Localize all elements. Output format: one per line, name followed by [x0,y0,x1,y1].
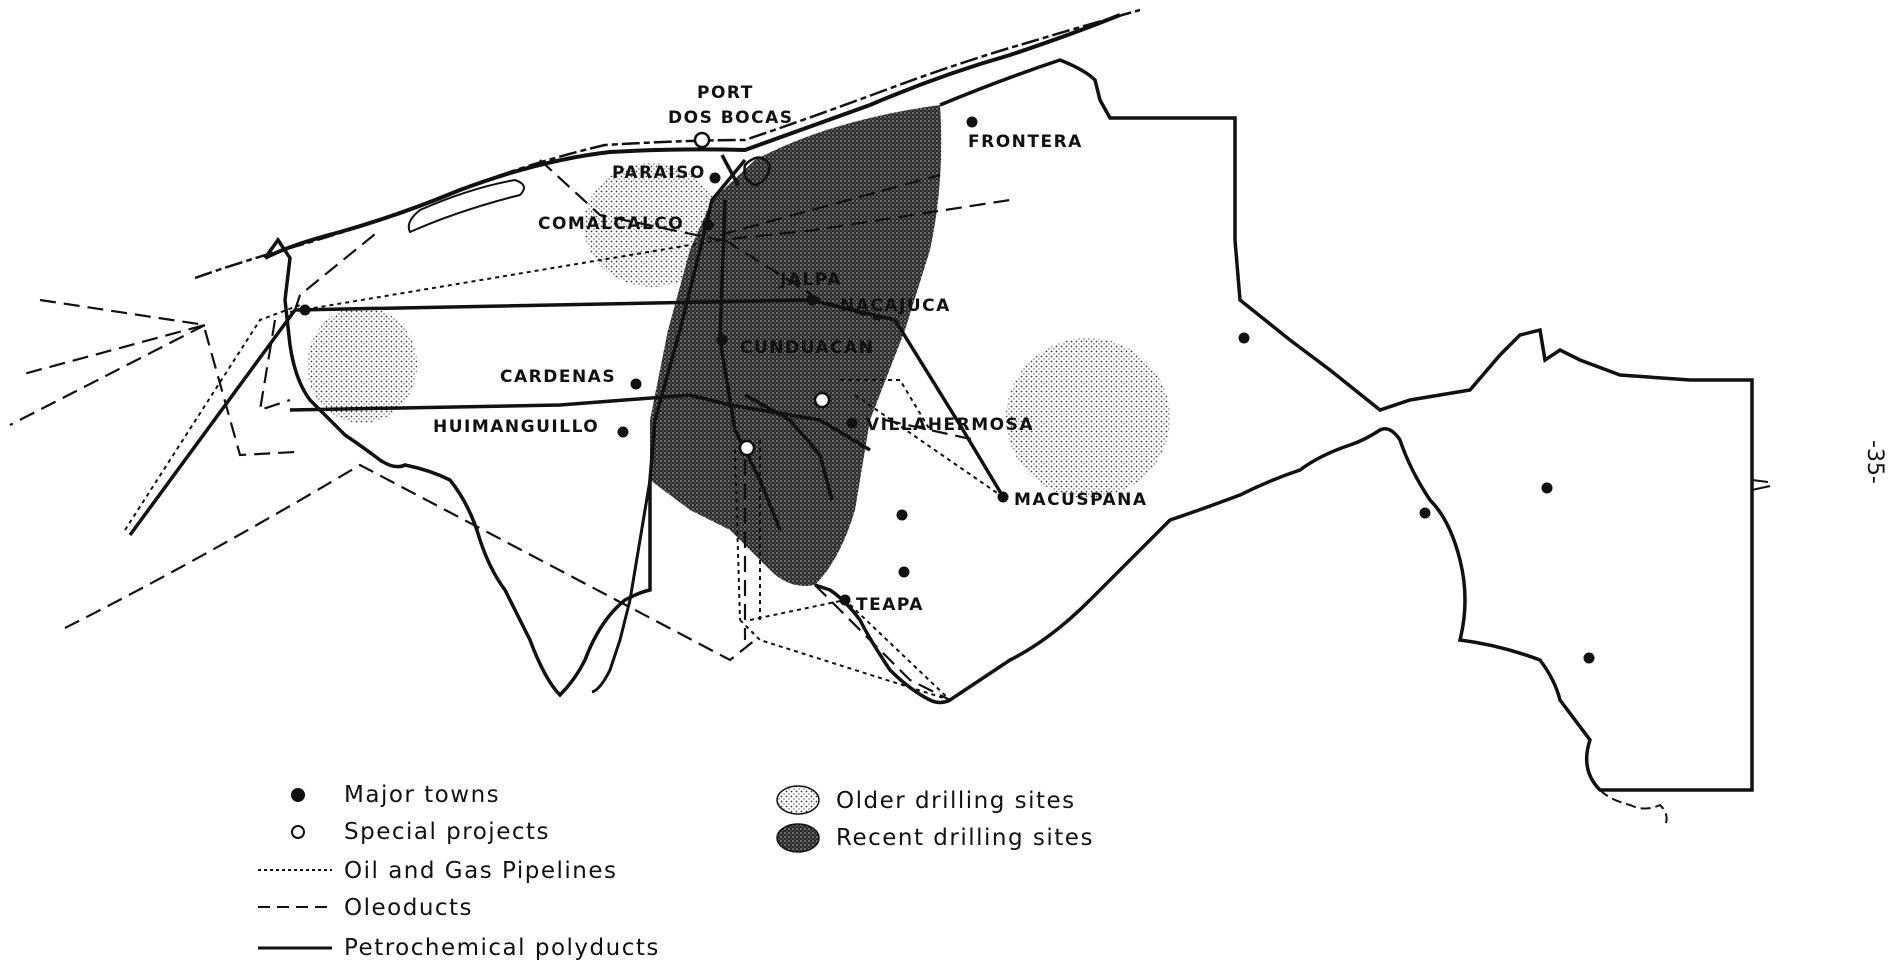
project-south [738,439,756,457]
label-paraiso: PARAISO [612,163,706,183]
label-frontera: FRONTERA [968,132,1083,152]
town-dot-east-3 [1541,482,1553,494]
oleoducts [9,159,1011,701]
legend-oil-gas-pipelines-label: Oil and Gas Pipelines [344,858,617,884]
coastline-outer [194,8,1141,280]
legend-oleoducts-label: Oleoducts [344,895,473,921]
oil-gas-pipelines [124,239,1001,701]
town-dot-paraiso [709,172,721,184]
label-cunduacan: CUNDUACAN [740,338,874,358]
legend-petrochemical-polyducts-label: Petrochemical polyducts [344,935,660,961]
southeast-river-tail [1599,789,1668,826]
town-labels: PORT DOS BOCAS FRONTERA PARAISO COMALCAL… [433,83,1148,615]
legend-recent-drilling-sites-icon [776,823,820,853]
town-dot-east-4 [1583,652,1595,664]
town-dot-nacajuca [806,294,818,306]
town-dot-cunduacan [716,334,728,346]
project-villahermosa [813,391,831,409]
town-dot-frontera [966,116,978,128]
state-boundary [263,58,1754,792]
legend-older-drilling-sites-label: Older drilling sites [836,788,1076,814]
western-river-boundary [591,479,652,694]
label-nacajuca: NACAJUCA [840,296,951,316]
label-villahermosa: VILLAHERMOSA [866,415,1034,435]
town-dot-comalcalco [702,219,714,231]
label-comalcalco: COMALCALCO [538,214,684,234]
coastal-lagoon [407,178,525,234]
dos-bocas-bay [743,156,772,187]
town-dot-south-1 [896,509,908,521]
label-macuspana: MACUSPANA [1014,490,1148,510]
older-drilling-site-west [307,307,417,423]
town-dot-west-coast [299,304,311,316]
label-port: PORT [697,83,754,103]
eastern-river [1751,479,1771,491]
legend-major-towns-icon [291,788,305,802]
major-towns-markers [299,116,1595,664]
page-number: -35- [1862,440,1887,484]
legend-major-towns-label: Major towns [344,782,500,808]
project-port-dos-bocas [693,131,711,149]
label-jalpa: JALPA [779,270,842,290]
legend-older-drilling-sites-icon [776,785,820,815]
label-huimanguillo: HUIMANGUILLO [433,417,599,437]
legend-special-projects-label: Special projects [344,819,550,845]
special-projects-markers [693,131,831,457]
town-dot-teapa [839,594,851,606]
town-dot-east-2 [1419,507,1431,519]
town-dot-huimanguillo [617,426,629,438]
older-drilling-site-macuspana [1006,338,1170,498]
legend-special-projects-icon [291,825,305,839]
town-dot-south-2 [898,566,910,578]
label-dos-bocas: DOS BOCAS [668,108,794,128]
label-teapa: TEAPA [856,595,924,615]
legend: Major towns Special projects Oil and Gas… [258,782,1094,961]
town-dot-macuspana [997,491,1009,503]
town-dot-villahermosa [846,417,858,429]
town-dot-cardenas [630,378,642,390]
town-dot-east-1 [1238,332,1250,344]
legend-recent-drilling-sites-label: Recent drilling sites [836,825,1094,851]
label-cardenas: CARDENAS [500,367,616,387]
